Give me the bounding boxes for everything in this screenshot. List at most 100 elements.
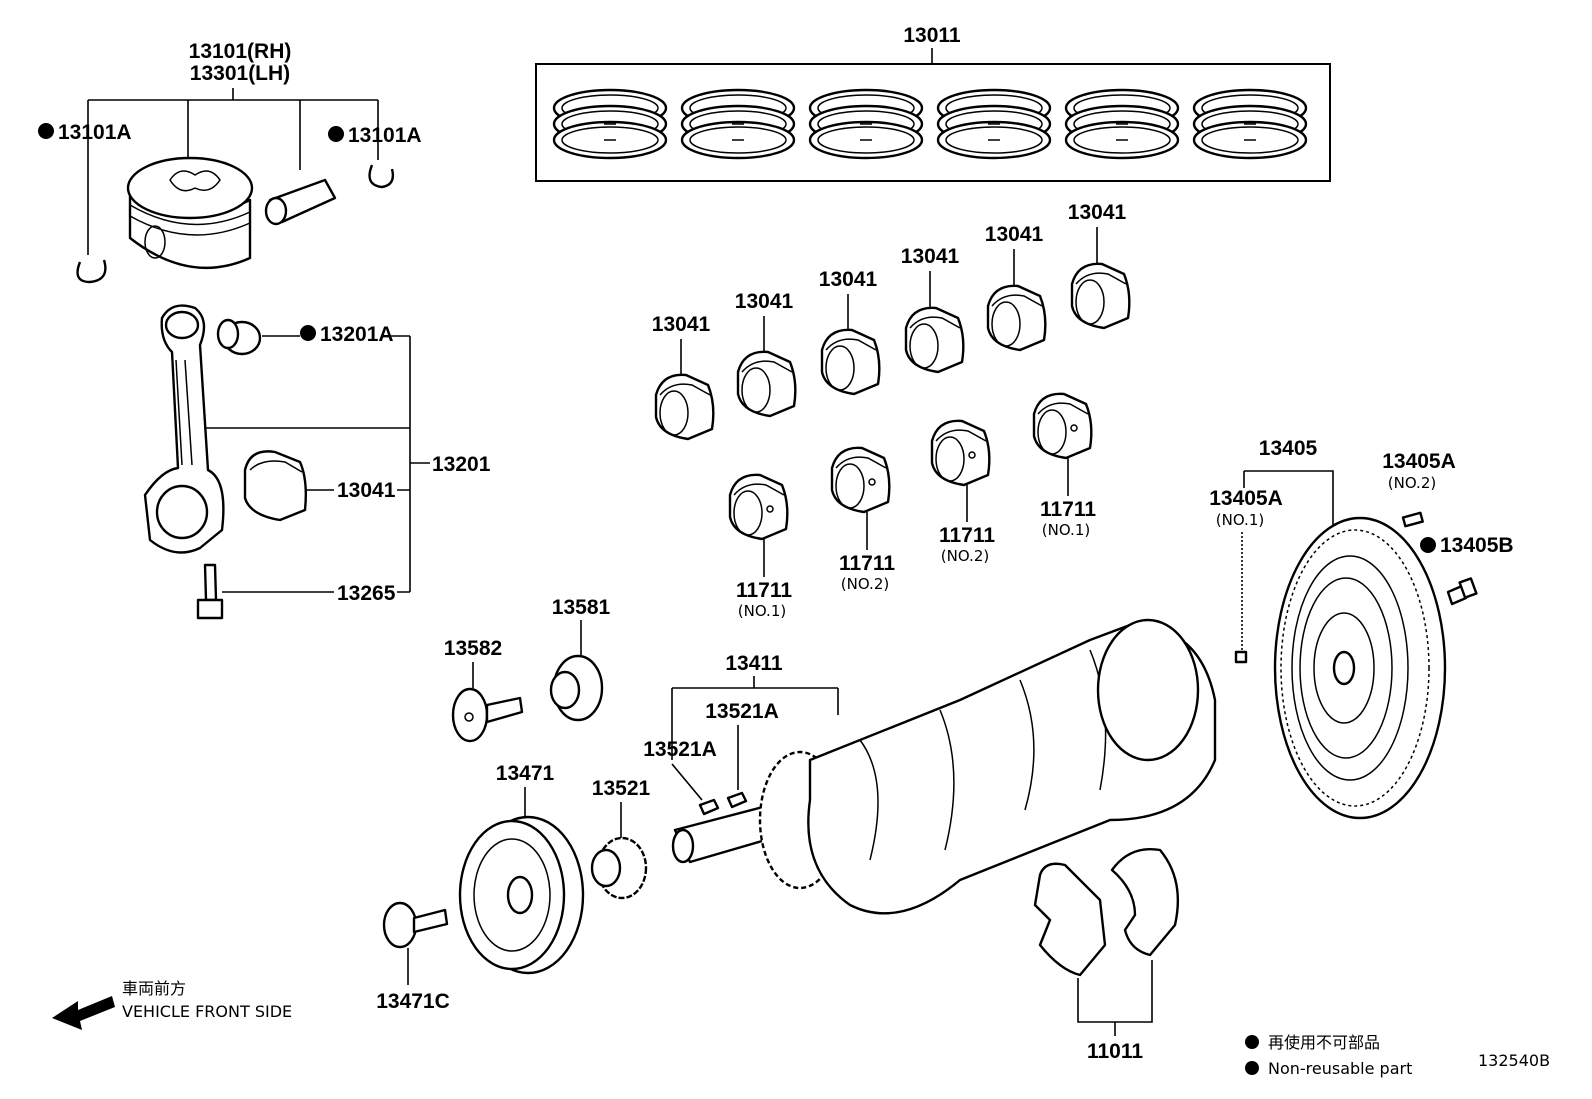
flywheel-dowel-no2 <box>1401 511 1424 528</box>
piston-leader-lines <box>87 88 379 255</box>
diagram-id: 132540B <box>1478 1051 1550 1070</box>
crankshaft-timing-gear <box>590 836 648 900</box>
label-piston-rh: 13101(RH) <box>189 40 292 63</box>
piston-ring-stack <box>680 88 796 160</box>
front-parts-group: 13582 13581 13411 13521A 13521A 13471 13… <box>376 596 839 1013</box>
label-dowel-no2: 13405A <box>1382 450 1456 473</box>
label-sensor-plate: 13581 <box>552 596 611 619</box>
crank-key-b <box>698 798 720 816</box>
label-bearing-upper-4: 13041 <box>901 245 960 268</box>
main-bearing-1 <box>728 473 789 541</box>
bearing-upper-4 <box>904 306 965 374</box>
legend-dot-icon <box>1245 1061 1259 1075</box>
piston-ring-stack <box>1192 88 1308 160</box>
label-dowel-no2-sub: (NO.2) <box>1388 474 1436 492</box>
flywheel-bolt <box>1446 577 1478 606</box>
label-bearing-upper-1: 13041 <box>652 313 711 336</box>
label-flywheel: 13405 <box>1259 437 1318 460</box>
bearing-upper-2 <box>736 350 797 418</box>
bearing-upper-5 <box>986 284 1047 352</box>
main-bearing-3 <box>930 419 991 487</box>
legend: 再使用不可部品 Non-reusable part <box>1245 1033 1412 1078</box>
label-main-bearing-2: 11711 <box>839 552 895 575</box>
label-dowel-no1: 13405A <box>1209 487 1283 510</box>
non-reusable-mark <box>328 126 344 142</box>
label-main-bearing-2-sub: (NO.2) <box>841 575 889 593</box>
label-pulley: 13471 <box>496 762 555 785</box>
piston-ring-set: 13011 <box>535 24 1331 182</box>
non-reusable-mark <box>1420 537 1436 553</box>
flywheel-group: 13405 13405A (NO.1) 13405A (NO.2) 13405B <box>1209 437 1514 820</box>
label-pulley-bolt: 13471C <box>376 990 450 1013</box>
main-bearing-4 <box>1032 392 1093 460</box>
bearing-upper-6 <box>1070 262 1131 330</box>
conrod-bearing <box>243 450 308 522</box>
label-bearing-upper-5: 13041 <box>985 223 1044 246</box>
piston-ring-stack <box>1064 88 1180 160</box>
conrod-bracket <box>205 335 430 592</box>
label-main-bearing-3: 11711 <box>939 524 995 547</box>
piston-pin <box>264 178 337 226</box>
label-flywheel-bolt: 13405B <box>1440 534 1514 557</box>
label-snap-ring-right: 13101A <box>348 124 422 147</box>
label-main-bearing-1-sub: (NO.1) <box>738 602 786 620</box>
label-main-bearing-3-sub: (NO.2) <box>941 547 989 565</box>
flywheel-dowel-no1 <box>1234 650 1248 664</box>
crank-key-a <box>726 791 748 809</box>
label-snap-ring-left: 13101A <box>58 121 132 144</box>
label-main-bearing-1: 11711 <box>736 579 792 602</box>
thrust-washer-left <box>1033 862 1107 977</box>
connecting-rod <box>143 304 225 554</box>
label-key-a: 13521A <box>705 700 779 723</box>
legend-english: Non-reusable part <box>1268 1059 1412 1078</box>
bearing-upper-3 <box>820 328 881 396</box>
label-key-b: 13521A <box>643 738 717 761</box>
label-bearing-upper-2: 13041 <box>735 290 794 313</box>
label-timing-gear: 13521 <box>592 777 651 800</box>
piston-group: 13101(RH) 13301(LH) 13101A 13101A <box>38 40 422 284</box>
crankshaft-sensor-plate <box>549 654 604 722</box>
label-washer-bolt: 13582 <box>444 637 502 660</box>
non-reusable-mark <box>300 325 316 341</box>
piston-ring-stack <box>936 88 1052 160</box>
thrust-washer-right <box>1110 848 1180 957</box>
ring-stacks <box>552 88 1308 160</box>
conrod-bushing <box>216 318 262 356</box>
snap-ring-right <box>368 164 395 189</box>
washer-bolt <box>451 687 524 743</box>
flywheel <box>1273 516 1447 820</box>
crankshaft <box>671 618 1217 915</box>
connecting-rod-group: 13201A 13041 13265 13201 <box>143 304 491 620</box>
label-conrod-bolt: 13265 <box>337 582 396 605</box>
label-piston-lh: 13301(LH) <box>190 62 290 85</box>
non-reusable-mark <box>38 123 54 139</box>
pulley-bolt <box>382 901 449 949</box>
label-conrod-bearing: 13041 <box>337 479 396 502</box>
piston <box>126 156 254 269</box>
label-thrust-washer: 11011 <box>1087 1040 1143 1063</box>
direction-japanese: 車両前方 <box>122 979 186 998</box>
label-bearing-upper-3: 13041 <box>819 268 878 291</box>
direction-english: VEHICLE FRONT SIDE <box>122 1002 292 1021</box>
label-crankshaft: 13411 <box>725 652 783 675</box>
label-bearing-upper-6: 13041 <box>1068 201 1127 224</box>
bearing-group: 13041130411304113041130411304111711(NO.1… <box>652 201 1131 620</box>
ring-set-frame <box>535 63 1331 182</box>
label-dowel-no1-sub: (NO.1) <box>1216 511 1264 529</box>
main-bearing-2 <box>830 446 891 514</box>
label-bushing: 13201A <box>320 323 394 346</box>
bearing-upper-1 <box>654 373 715 441</box>
label-ring-set: 13011 <box>903 24 961 47</box>
label-conrod-assy: 13201 <box>432 453 491 476</box>
vehicle-front-indicator: 車両前方 VEHICLE FRONT SIDE <box>52 979 292 1030</box>
conrod-bolt <box>196 563 224 620</box>
label-main-bearing-4: 11711 <box>1040 498 1096 521</box>
legend-dot-icon <box>1245 1035 1259 1049</box>
legend-japanese: 再使用不可部品 <box>1268 1033 1380 1052</box>
piston-ring-stack <box>808 88 924 160</box>
snap-ring-left <box>76 259 107 284</box>
crankshaft-pulley <box>458 815 585 975</box>
piston-ring-stack <box>552 88 668 160</box>
label-main-bearing-4-sub: (NO.1) <box>1042 521 1090 539</box>
